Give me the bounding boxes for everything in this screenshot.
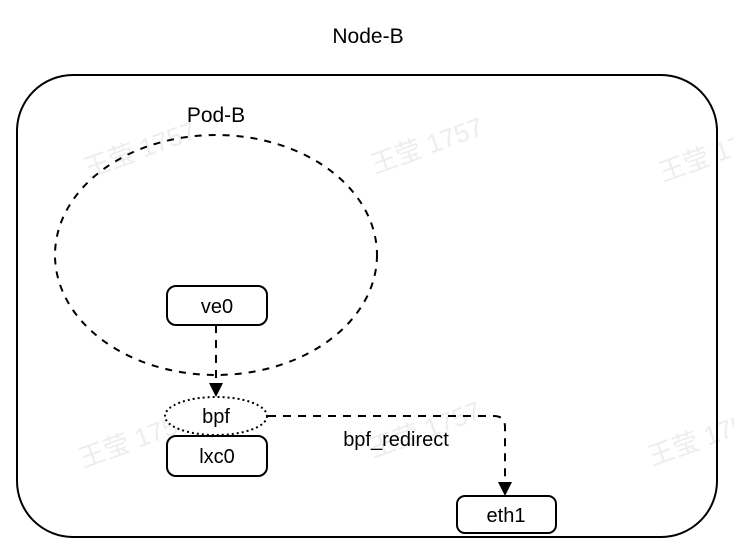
watermark-text: 王莹 1757 [367, 111, 487, 179]
eth1-label: eth1 [487, 505, 526, 527]
eth1-box [456, 495, 557, 534]
watermark-text: 王莹 1757 [655, 119, 734, 187]
ve0-label: ve0 [201, 296, 233, 318]
lxc0-box [166, 435, 268, 477]
bpf-ellipse [164, 396, 268, 436]
pod-boundary-ellipse [54, 134, 378, 376]
arrowhead-down-icon [209, 383, 223, 397]
edge-bpf-to-eth1 [268, 415, 506, 482]
pod-label: Pod-B [187, 104, 245, 127]
bpf-label: bpf [202, 406, 230, 428]
watermark-text: 王莹 1757 [644, 403, 734, 471]
lxc0-label: lxc0 [199, 446, 235, 468]
node-boundary-box [16, 74, 718, 538]
node-title: Node-B [332, 25, 403, 48]
arrowhead-down-icon [498, 482, 512, 496]
bpf-redirect-edge-label: bpf_redirect [343, 429, 449, 451]
